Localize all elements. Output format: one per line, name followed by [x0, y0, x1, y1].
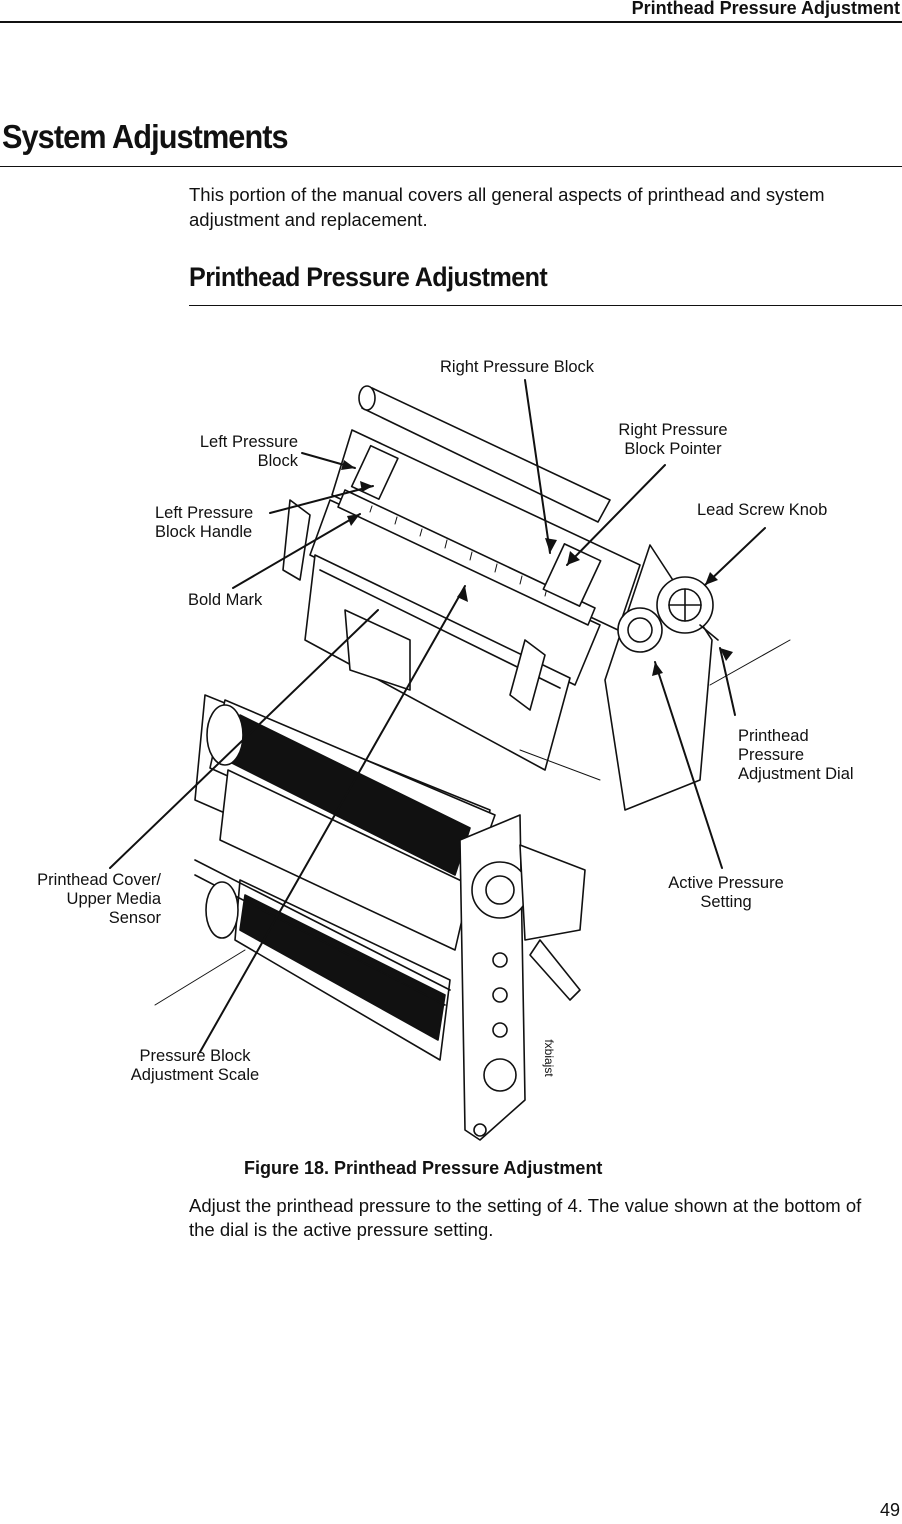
upper-carriage — [282, 429, 719, 811]
leader-adjustment-scale — [199, 585, 466, 1053]
page-number: 49 — [879, 1500, 900, 1520]
callout-printhead-pressure-adjustment-dial: Printhead Pressure Adjustment Dial — [738, 727, 854, 783]
header-rule — [0, 21, 902, 23]
top-rod — [358, 385, 611, 523]
leader-active-pressure-setting — [654, 661, 723, 869]
leader-lines — [109, 379, 766, 1053]
leader-right-pressure-block-pointer — [566, 464, 666, 566]
callout-active-pressure-setting: Active Pressure Setting — [668, 874, 784, 911]
intro-paragraph: This portion of the manual covers all ge… — [189, 184, 825, 230]
printhead-figure: fxbiajst Right Pressure Block Left Press… — [0, 340, 902, 1160]
lower-assembly — [194, 694, 586, 1141]
callout-lead-screw-knob: Lead Screw Knob — [697, 501, 828, 519]
leader-bold-mark — [232, 513, 361, 589]
leader-right-pressure-block — [524, 379, 551, 554]
arrowhead — [705, 572, 718, 585]
vertical-support — [344, 609, 411, 691]
callout-pressure-block-adjustment-scale: Pressure Block Adjustment Scale — [130, 1047, 260, 1084]
body-paragraph: Adjust the printhead pressure to the set… — [189, 1195, 862, 1240]
arrowhead — [720, 648, 733, 661]
subsection-title: Printhead Pressure Adjustment — [189, 262, 548, 292]
callout-left-pressure-block-handle: Left Pressure Block Handle — [155, 504, 254, 541]
leader-adjustment-dial — [719, 647, 736, 716]
callout-right-pressure-block: Right Pressure Block — [440, 358, 595, 376]
arrowhead — [567, 551, 580, 565]
arrowhead — [341, 460, 355, 470]
leader-left-pressure-block-handle — [269, 485, 374, 514]
arrowhead — [652, 662, 663, 676]
callout-right-pressure-block-pointer: Right Pressure Block Pointer — [618, 421, 728, 458]
arrowhead — [347, 514, 360, 526]
section-title: System Adjustments — [2, 118, 289, 155]
arrowhead — [360, 481, 373, 492]
subsection-title-rule — [189, 305, 902, 306]
bg-line — [709, 639, 791, 686]
arrowhead — [545, 538, 557, 553]
arrowhead — [457, 586, 468, 602]
printhead-mechanism-illustration: fxbiajst — [109, 379, 791, 1141]
bg-line — [519, 749, 601, 781]
bg-line — [154, 949, 246, 1006]
drawing-stamp: fxbiajst — [542, 1039, 556, 1077]
callout-bold-mark: Bold Mark — [188, 591, 263, 609]
leader-printhead-cover — [109, 609, 379, 869]
callout-printhead-cover-upper-media-sensor: Printhead Cover/ Upper Media Sensor — [37, 871, 161, 927]
section-title-rule — [0, 166, 902, 167]
running-header: Printhead Pressure Adjustment — [631, 0, 900, 18]
callout-left-pressure-block: Left Pressure Block — [199, 433, 298, 470]
figure-caption: Figure 18. Printhead Pressure Adjustment — [244, 1158, 603, 1178]
leader-lead-screw-knob — [704, 527, 766, 586]
